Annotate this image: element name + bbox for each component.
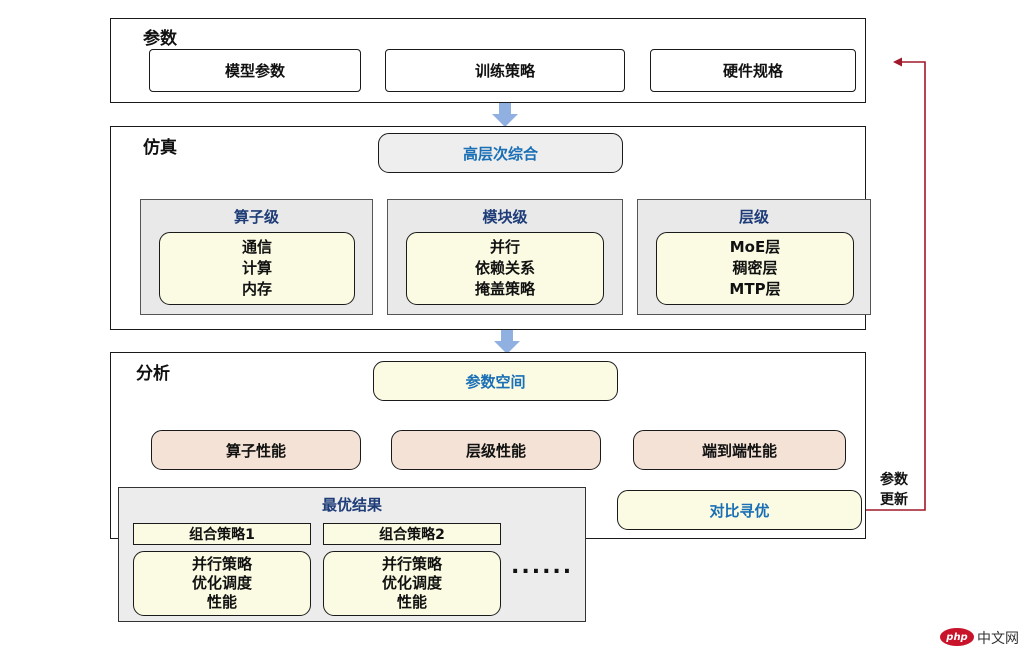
analysis-title: 分析 — [136, 364, 170, 384]
item: 性能 — [206, 593, 237, 611]
param-update-line-1: 参数 — [880, 472, 908, 488]
panel-module-items: 并行 依赖关系 掩盖策略 — [406, 232, 604, 305]
item: MoE层 — [729, 238, 781, 256]
item: MTP层 — [729, 280, 781, 298]
item: 内存 — [241, 280, 272, 298]
item: 并行策略 — [191, 555, 252, 573]
item: 并行策略 — [381, 555, 442, 573]
simulation-title: 仿真 — [143, 138, 177, 158]
item: 通信 — [241, 238, 272, 256]
params-title: 参数 — [143, 29, 177, 49]
item: 性能 — [396, 593, 427, 611]
item: 掩盖策略 — [474, 280, 535, 298]
compare-optimize-box: 对比寻优 — [617, 490, 862, 530]
item: 优化调度 — [381, 574, 442, 592]
best-results-title: 最优结果 — [321, 496, 382, 514]
param-box-training: 训练策略 — [385, 49, 625, 92]
panel-module-title: 模块级 — [482, 208, 528, 226]
panel-layer-items: MoE层 稠密层 MTP层 — [656, 232, 854, 305]
combo-2-items: 并行策略 优化调度 性能 — [323, 551, 501, 616]
panel-operator-title: 算子级 — [233, 208, 279, 226]
item: 稠密层 — [732, 259, 778, 277]
flow-arrow-down-2 — [494, 330, 520, 354]
panel-operator-items: 通信 计算 内存 — [159, 232, 355, 305]
item: 并行 — [489, 238, 520, 256]
perf-operator-box: 算子性能 — [151, 430, 361, 470]
param-box-model: 模型参数 — [149, 49, 361, 92]
combo-1-items: 并行策略 优化调度 性能 — [133, 551, 311, 616]
combo-2-label: 组合策略2 — [323, 523, 501, 545]
item: 依赖关系 — [474, 259, 535, 277]
item: 计算 — [241, 259, 272, 277]
more-ellipsis: ...... — [511, 554, 574, 579]
php-logo: php — [940, 628, 974, 646]
flow-arrow-down-1 — [492, 103, 518, 127]
panel-layer-title: 层级 — [738, 208, 769, 226]
param-update-label: 参数 更新 — [872, 470, 916, 510]
arrow-param-update-feedback — [862, 57, 926, 511]
item: 优化调度 — [191, 574, 252, 592]
watermark-text: 中文网 — [977, 631, 1019, 647]
combo-1-label: 组合策略1 — [133, 523, 311, 545]
param-space-box: 参数空间 — [373, 361, 618, 401]
hls-box: 高层次综合 — [378, 133, 623, 173]
param-box-hardware: 硬件规格 — [650, 49, 856, 92]
param-update-line-2: 更新 — [880, 492, 908, 508]
perf-e2e-box: 端到端性能 — [633, 430, 846, 470]
perf-layer-box: 层级性能 — [391, 430, 601, 470]
